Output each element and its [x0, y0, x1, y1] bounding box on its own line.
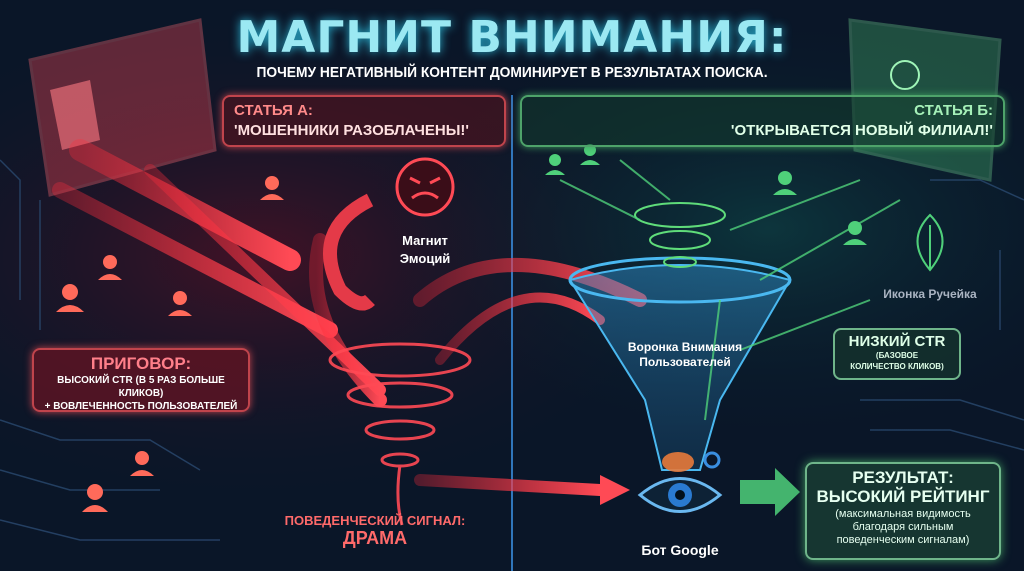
- low-ctr-box: НИЗКИЙ CTR (БАЗОВОЕ КОЛИЧЕСТВО КЛИКОВ): [833, 328, 961, 380]
- verdict-box: ПРИГОВОР: ВЫСОКИЙ CTR (В 5 РАЗ БОЛЬШЕ КЛ…: [32, 348, 250, 412]
- result-line1: РЕЗУЛЬТАТ:: [852, 468, 954, 487]
- page-subtitle: ПОЧЕМУ НЕГАТИВНЫЙ КОНТЕНТ ДОМИНИРУЕТ В Р…: [256, 64, 768, 81]
- arrow-to-bot: [600, 475, 630, 505]
- funnel-line1: Воронка Внимания: [627, 340, 743, 354]
- result-line5: поведенческим сигналам): [836, 534, 970, 546]
- angry-face-icon: [395, 157, 455, 217]
- article-b-label: СТАТЬЯ Б:: [914, 102, 993, 119]
- google-bot-eye-icon: [637, 451, 723, 513]
- magnet-line2: Эмоций: [399, 251, 451, 266]
- funnel-label: Воронка Внимания Пользователей: [600, 340, 770, 370]
- magnet-line1: Магнит: [402, 233, 448, 248]
- leaf-stream-icon: [916, 213, 944, 272]
- result-box: РЕЗУЛЬТАТ: ВЫСОКИЙ РЕЙТИНГ (максимальная…: [805, 462, 1001, 560]
- user-icons-green: [545, 144, 867, 245]
- signal-line1: ПОВЕДЕНЧЕСКИЙ СИГНАЛ:: [284, 513, 466, 528]
- green-arrows: [559, 159, 901, 421]
- green-swirl: [634, 202, 726, 268]
- red-tornado: [328, 342, 472, 526]
- verdict-line2: + ВОВЛЕЧЕННОСТЬ ПОЛЬЗОВАТЕЛЕЙ: [44, 401, 238, 412]
- result-line4: благодаря сильным: [852, 521, 954, 533]
- article-b-headline: 'ОТКРЫВАЕТСЯ НОВЫЙ ФИЛИАЛ!': [730, 122, 993, 139]
- magnet-icon: [323, 193, 375, 311]
- article-a-headline: 'МОШЕННИКИ РАЗОБЛАЧЕНЫ!': [234, 122, 469, 139]
- low-ctr-line2: КОЛИЧЕСТВО КЛИКОВ): [850, 362, 944, 371]
- result-line2: ВЫСОКИЙ РЕЙТИНГ: [816, 487, 990, 506]
- bot-label: Бот Google: [641, 542, 719, 558]
- article-a-label: СТАТЬЯ А:: [234, 102, 313, 119]
- article-b-box: СТАТЬЯ Б: 'ОТКРЫВАЕТСЯ НОВЫЙ ФИЛИАЛ!': [520, 95, 1005, 147]
- magnet-label: Магнит Эмоций: [380, 232, 470, 268]
- signal-line2: ДРАМА: [342, 528, 408, 548]
- funnel-line2: Пользователей: [639, 355, 731, 369]
- article-a-box: СТАТЬЯ А: 'МОШЕННИКИ РАЗОБЛАЧЕНЫ!': [222, 95, 506, 147]
- low-ctr-title: НИЗКИЙ CTR: [848, 333, 946, 350]
- stream-icon-label: Иконка Ручейка: [883, 287, 977, 301]
- result-line3: (максимальная видимость: [835, 508, 971, 520]
- red-arrows: [52, 139, 647, 496]
- low-ctr-line1: (БАЗОВОЕ: [875, 351, 919, 360]
- verdict-line1: ВЫСОКИЙ CTR (В 5 РАЗ БОЛЬШЕ КЛИКОВ): [57, 375, 225, 399]
- circuit-lines: [0, 159, 1024, 541]
- signal-label: ПОВЕДЕНЧЕСКИЙ СИГНАЛ: ДРАМА: [270, 513, 480, 549]
- arrow-to-result: [740, 468, 800, 516]
- verdict-title: ПРИГОВОР:: [90, 354, 192, 373]
- user-icons-red: [56, 176, 284, 512]
- page-title: МАГНИТ ВНИМАНИЯ:: [236, 12, 788, 63]
